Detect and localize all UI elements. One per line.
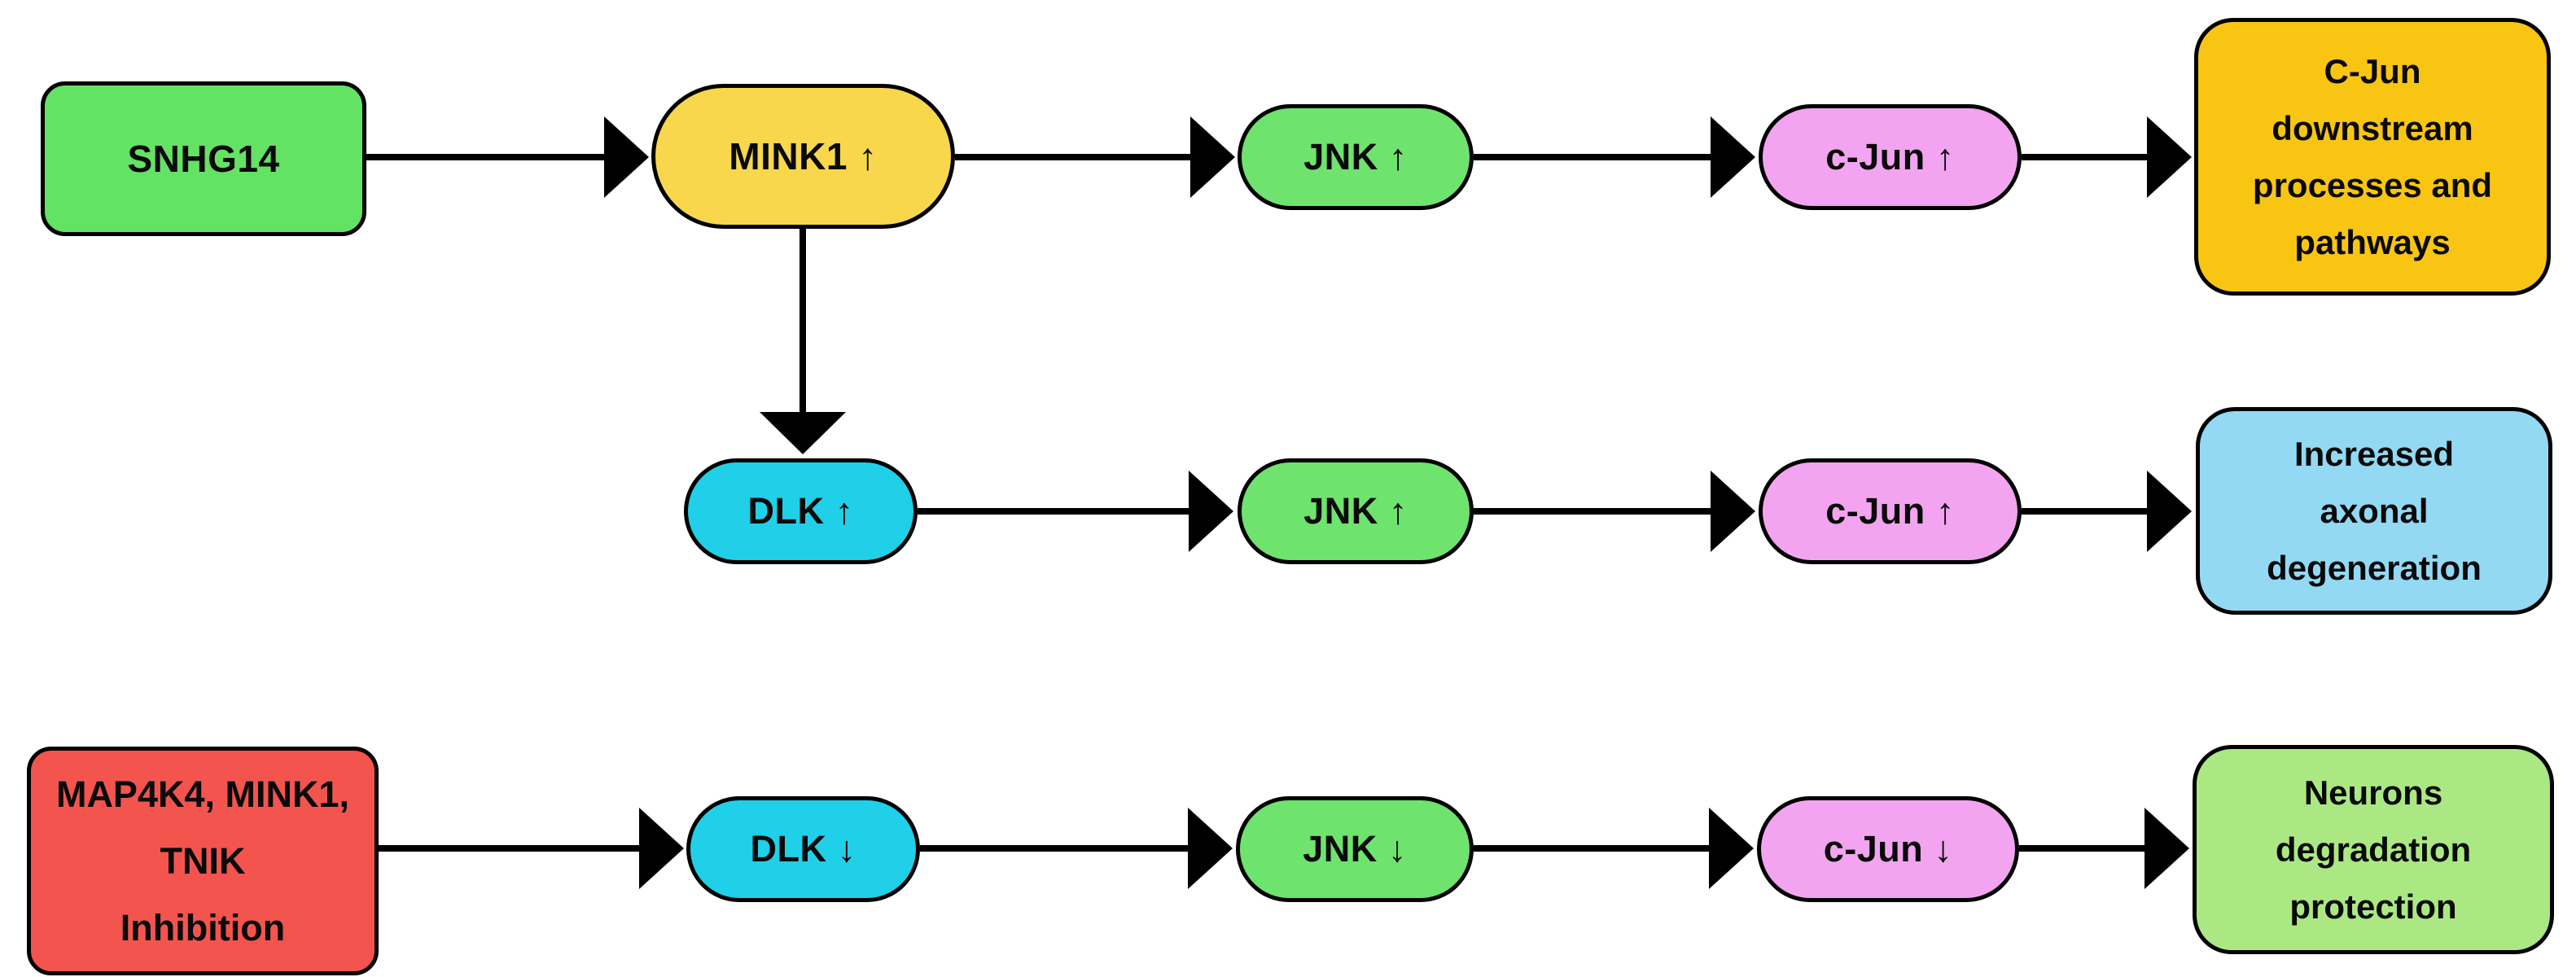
arrow-jnk-to-cjun-row1 [1474,116,1755,198]
arrow-mink1-to-dlk [760,229,846,454]
node-cjun-downstream-line2: downstream [2272,108,2473,147]
arrow-dlk-to-jnk-row2 [918,471,1233,552]
node-inhibition-line2: TNIK [160,839,246,882]
arrow-snhg14-to-mink1 [366,116,649,198]
node-jnk-up-row1-label: JNK ↑ [1303,136,1408,177]
node-dlk-up-label: DLK ↑ [747,490,854,532]
node-dlk-up: DLK ↑ [684,458,918,564]
node-cjun-up-row1: c-Jun ↑ [1759,104,2022,210]
arrow-jnk-to-cjun-row2 [1474,471,1755,552]
arrow-mink1-to-jnk-row1 [955,116,1235,198]
node-inhibition-line3: Inhibition [120,906,286,949]
node-cjun-downstream-processes: C-Jun downstream processes and pathways [2194,18,2551,296]
node-mink1-up: MINK1 ↑ [651,84,955,229]
node-cjun-downstream-line4: pathways [2294,222,2451,261]
node-jnk-down-label: JNK ↓ [1303,828,1407,870]
node-jnk-up-row2-label: JNK ↑ [1303,490,1408,532]
node-increased-axonal-line3: degeneration [2267,548,2482,587]
arrow-cjun-to-axonal [2022,471,2192,552]
node-dlk-down-label: DLK ↓ [750,828,856,870]
node-neurons-line1: Neurons [2303,773,2443,812]
node-snhg14-label: SNHG14 [127,138,280,180]
node-cjun-downstream-line3: processes and [2252,165,2493,204]
arrow-inhibition-to-dlk [379,808,684,889]
node-neurons-degradation-protection: Neurons degradation protection [2193,745,2554,954]
node-inhibition-line1: MAP4K4, MINK1, [55,773,350,815]
node-cjun-downstream-line1: C-Jun [2324,51,2421,90]
arrow-cjun-to-neurons [2019,808,2189,889]
node-mink1-up-label: MINK1 ↑ [729,135,878,177]
node-jnk-up-row1: JNK ↑ [1238,104,1474,210]
arrow-cjun-to-downstream [2022,116,2192,198]
node-increased-axonal-degeneration: Increased axonal degeneration [2196,407,2552,615]
node-jnk-down: JNK ↓ [1236,796,1474,902]
node-cjun-down: c-Jun ↓ [1757,796,2019,902]
arrow-dlk-to-jnk-row3 [920,808,1233,889]
node-map4k4-mink1-tnik-inhibition: MAP4K4, MINK1, TNIK Inhibition [27,747,379,975]
node-increased-axonal-line1: Increased [2293,434,2455,473]
node-cjun-up-row1-label: c-Jun ↑ [1825,136,1955,177]
node-dlk-down: DLK ↓ [686,796,920,902]
node-increased-axonal-line2: axonal [2320,491,2429,530]
node-snhg14: SNHG14 [41,81,366,236]
node-jnk-up-row2: JNK ↑ [1238,458,1474,564]
node-neurons-line2: degradation [2275,830,2472,869]
node-cjun-up-row2-label: c-Jun ↑ [1825,490,1955,532]
node-neurons-line3: protection [2289,887,2457,926]
node-cjun-up-row2: c-Jun ↑ [1759,458,2022,564]
node-cjun-down-label: c-Jun ↓ [1823,828,1953,870]
arrow-jnk-to-cjun-row3 [1474,808,1754,889]
